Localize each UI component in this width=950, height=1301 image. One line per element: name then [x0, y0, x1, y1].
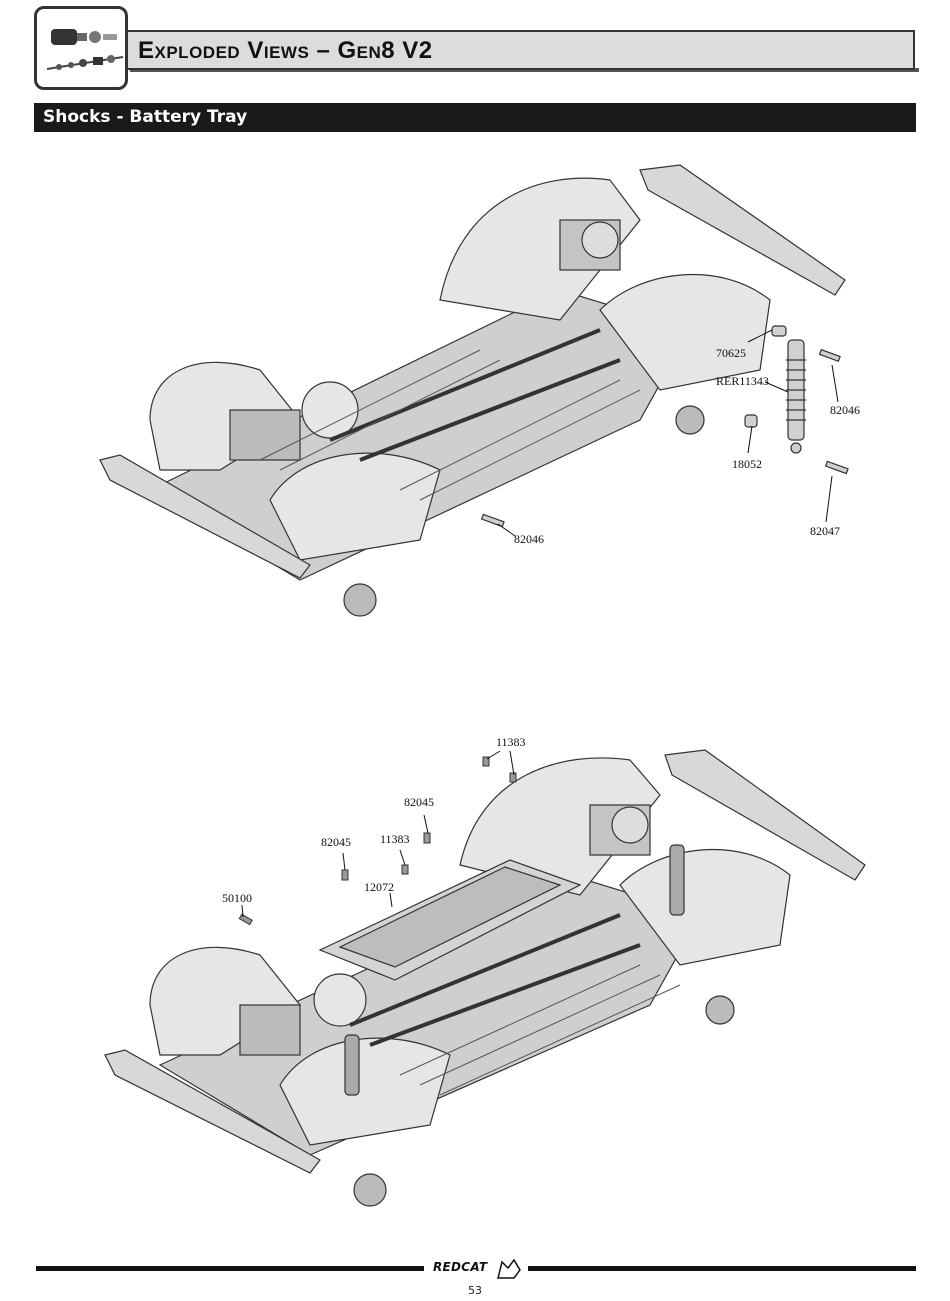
- section-header: Shocks - Battery Tray: [34, 103, 916, 132]
- diagram-battery-tray: 11383 82045 82045 11383 12072 50100: [0, 735, 950, 1235]
- header-thumbnail: [34, 6, 128, 90]
- title-bar: Exploded Views – Gen8 V2: [126, 30, 915, 70]
- part-label-82045-a: 82045: [404, 795, 434, 810]
- footer-rule-left: [36, 1266, 424, 1271]
- part-label-50100: 50100: [222, 891, 252, 906]
- chassis-shocks-drawing: [0, 160, 950, 640]
- diagram-shocks: 70625 RER11343 82046 18052 82047 82046: [0, 160, 950, 640]
- part-label-11383-top: 11383: [496, 735, 526, 750]
- part-label-70625: 70625: [716, 346, 746, 361]
- footer-rule-right: [528, 1266, 916, 1271]
- section-title: Shocks - Battery Tray: [43, 107, 247, 127]
- part-label-82047: 82047: [810, 524, 840, 539]
- part-label-18052: 18052: [732, 457, 762, 472]
- part-label-12072: 12072: [364, 880, 394, 895]
- redcat-logo: REDCAT: [430, 1256, 526, 1282]
- page-title: Exploded Views – Gen8 V2: [138, 37, 433, 65]
- part-label-rer11343: RER11343: [716, 374, 769, 389]
- part-label-82046-upper: 82046: [830, 403, 860, 418]
- cat-head-icon: [430, 1256, 526, 1282]
- part-label-82045-b: 82045: [321, 835, 351, 850]
- exploded-parts-thumbnail-icon: [37, 9, 128, 90]
- part-label-82046-link: 82046: [514, 532, 544, 547]
- chassis-battery-tray-drawing: [0, 735, 950, 1235]
- page-number: 53: [460, 1284, 490, 1297]
- part-label-11383-b: 11383: [380, 832, 410, 847]
